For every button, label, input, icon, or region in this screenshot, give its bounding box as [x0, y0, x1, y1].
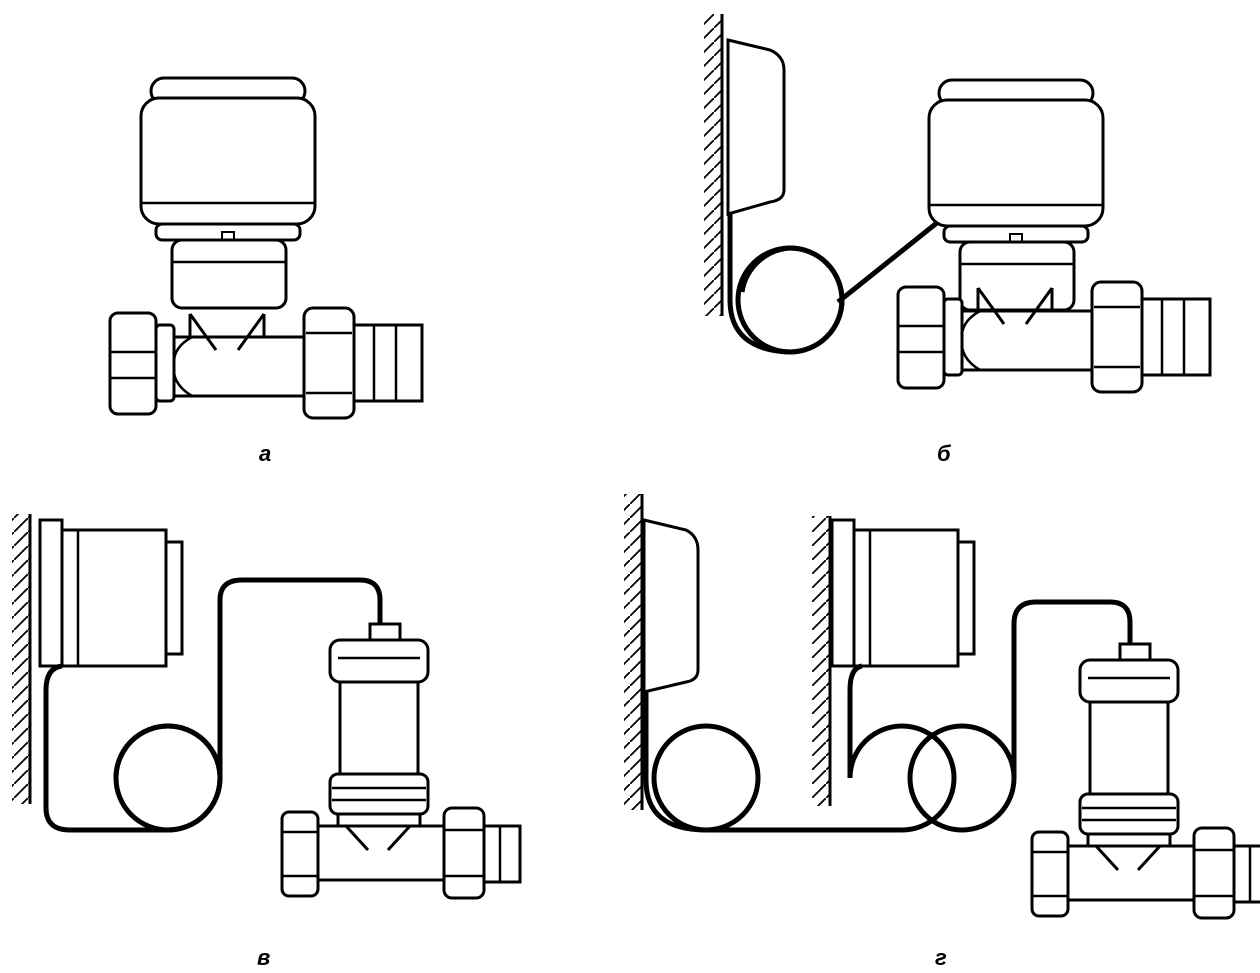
figure-b-remote-sensor	[704, 14, 1212, 394]
figure-a-direct-mount	[108, 76, 424, 420]
figure-label-a: а	[259, 441, 272, 466]
capillary-coil	[735, 245, 845, 355]
wall-hatching	[704, 14, 722, 316]
valve-body	[108, 306, 424, 420]
figure-v-remote-dial	[12, 514, 522, 900]
figure-label-v: в	[257, 945, 271, 970]
capillary-tube	[643, 663, 957, 833]
wall-hatching	[12, 514, 30, 804]
thermostatic-head	[139, 76, 317, 310]
sensor-housing	[726, 38, 786, 216]
remote-dial	[830, 518, 976, 668]
capillary-coil-right	[907, 723, 1017, 833]
capillary-tube-upper	[1011, 599, 1133, 778]
remote-actuator	[328, 622, 430, 828]
figure-g-remote-sensor-and-dial	[624, 494, 1260, 920]
wall-hatching	[624, 494, 642, 810]
capillary-coil-left	[651, 723, 761, 833]
remote-actuator	[1078, 642, 1180, 848]
capillary-coil	[113, 723, 223, 833]
remote-dial	[38, 518, 184, 668]
sensor-housing	[642, 518, 700, 694]
figure-label-b: б	[937, 441, 951, 466]
wall-hatching	[812, 516, 830, 806]
figure-label-g: г	[935, 945, 947, 970]
head-valve-b	[896, 78, 1212, 394]
